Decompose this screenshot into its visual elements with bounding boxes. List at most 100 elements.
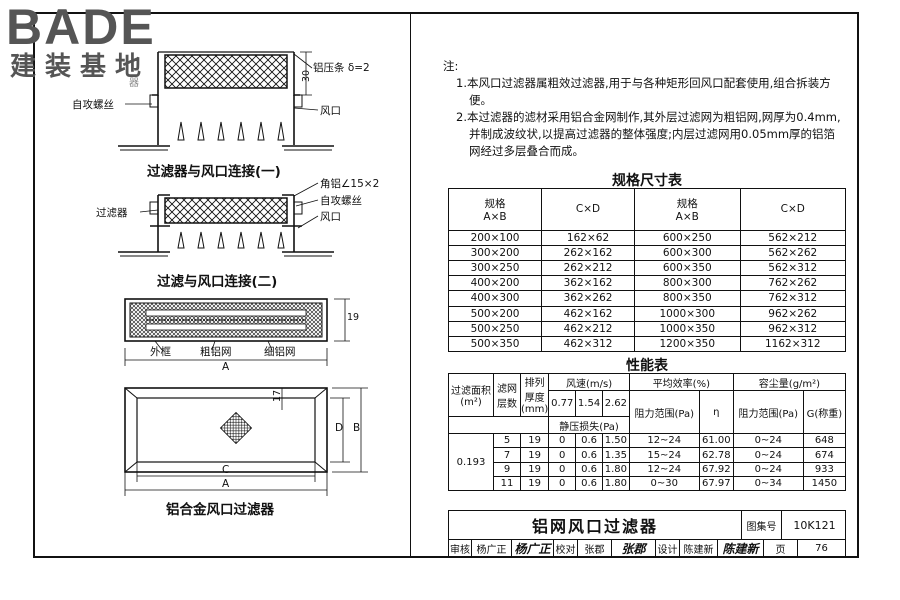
label-filter: 过滤器 <box>96 207 128 219</box>
perf-header-blank <box>447 416 550 435</box>
label-screw-1: 自攻螺丝 <box>72 99 114 111</box>
perf-cell: 11 <box>493 475 521 492</box>
reviewer-name: 杨广正 <box>471 540 511 557</box>
filter-section-drawing <box>124 298 350 366</box>
perf-header-layers: 滤网层数 <box>493 373 521 417</box>
spec-cell: 500×250 <box>447 320 543 337</box>
label-dim-a-1: A <box>222 361 230 373</box>
sheet-divider <box>410 12 411 558</box>
atlas-number: 10K121 <box>781 511 847 539</box>
label-dim-17: 17 <box>272 389 283 402</box>
checker-signature: 张郡 <box>611 540 655 557</box>
perf-cell: 7 <box>493 447 521 463</box>
perf-cell: 67.92 <box>698 461 734 477</box>
spec-cell: 500×350 <box>447 335 543 353</box>
spec-cell: 800×300 <box>634 275 741 292</box>
perf-cell: 1.35 <box>601 447 630 463</box>
title-block: 铝网风口过滤器 图集号 10K121 审核 杨广正 杨广正 校对 张郡 张郡 设… <box>448 510 846 558</box>
perf-header-thickness: 排列厚度(mm) <box>519 373 550 417</box>
spec-cell: 800×350 <box>634 290 741 307</box>
perf-cell: 674 <box>802 447 847 463</box>
label-dim-19: 19 <box>347 312 360 323</box>
spec-cell: 300×250 <box>447 260 543 277</box>
spec-cell: 362×162 <box>541 275 636 292</box>
label-aluminum-strip: 铝压条 δ=2 <box>313 62 370 74</box>
drawing2-title: 过滤与风口连接(二) <box>157 274 278 290</box>
perf-cell: 19 <box>519 461 550 477</box>
spec-header-cd-2: C×D <box>739 188 846 231</box>
label-coarse-mesh: 粗铝网 <box>200 346 232 358</box>
spec-cell: 462×312 <box>541 335 636 353</box>
spec-header-spec-1-l2: A×B <box>483 210 507 223</box>
drawing-frame <box>33 12 859 558</box>
perf-header-resist-2: 阻力范围(Pa) <box>732 390 804 435</box>
drawings-left <box>118 51 368 496</box>
checker-name: 张郡 <box>577 540 611 557</box>
spec-cell: 600×250 <box>634 229 741 247</box>
perf-cell: 1.80 <box>601 475 630 492</box>
perf-cell: 19 <box>519 447 550 463</box>
spec-header-cd-1: C×D <box>541 188 636 231</box>
spec-cell: 562×212 <box>739 229 846 247</box>
spec-cell: 962×262 <box>739 305 846 322</box>
spec-cell: 600×350 <box>634 260 741 277</box>
perf-cell: 0~24 <box>732 447 804 463</box>
perf-cell: 1450 <box>802 475 847 492</box>
designer-name: 陈建新 <box>679 540 717 557</box>
spec-cell: 1200×350 <box>634 335 741 353</box>
perf-cell: 12~24 <box>628 433 700 449</box>
perf-cell: 0~24 <box>732 461 804 477</box>
label-outer-frame: 外框 <box>150 346 171 358</box>
spec-header-spec-2-l1: 规格 <box>676 197 698 210</box>
spec-cell: 762×312 <box>739 290 846 307</box>
perf-table-title: 性能表 <box>626 358 668 374</box>
perf-cell: 12~24 <box>628 461 700 477</box>
perf-cell: 0~24 <box>732 433 804 449</box>
check-label: 校对 <box>553 540 577 557</box>
logo-sub-text: 建装基地 <box>10 52 151 82</box>
label-angle-aluminum: 角铝∠15×2 <box>320 178 380 190</box>
connection-drawing-1 <box>118 51 334 151</box>
connection-drawing-2 <box>118 182 334 257</box>
spec-cell: 562×262 <box>739 245 846 262</box>
notes-block: 注: 1.本风口过滤器属粗效过滤器,用于与各种矩形回风口配套使用,组合拆装方便。… <box>443 58 843 160</box>
perf-cell: 0.6 <box>575 475 603 492</box>
perf-cell: 0.6 <box>575 447 603 463</box>
performance-table: 过滤面积(m²) 滤网层数 排列厚度(mm) 风速(m/s) 平均效率(%) 容… <box>447 372 847 492</box>
spec-cell: 1162×312 <box>739 335 846 353</box>
review-label: 审核 <box>450 545 470 556</box>
spec-cell: 462×212 <box>541 320 636 337</box>
perf-cell: 61.00 <box>698 433 734 449</box>
perf-cell: 67.97 <box>698 475 734 492</box>
spec-cell: 562×312 <box>739 260 846 277</box>
label-dim-a-2: A <box>222 478 230 490</box>
label-fine-mesh: 细铝网 <box>264 346 296 358</box>
label-dim-d: D <box>335 422 344 434</box>
perf-cell: 1.50 <box>601 433 630 449</box>
perf-cell: 933 <box>802 461 847 477</box>
perf-header-velocity: 风速(m/s) <box>548 372 630 392</box>
perf-area-value: 0.193 <box>448 433 494 491</box>
label-outlet-2: 风口 <box>320 211 341 223</box>
design-label: 设计 <box>655 540 679 557</box>
perf-header-v1: 0.77 <box>548 390 577 417</box>
perf-cell: 5 <box>493 433 521 449</box>
spec-header-spec-2-l2: A×B <box>675 210 699 223</box>
spec-cell: 300×200 <box>447 245 543 262</box>
spec-cell: 200×100 <box>447 229 543 247</box>
perf-header-v2: 1.54 <box>575 390 603 417</box>
perf-header-dust: 容尘量(g/m²) <box>732 372 847 392</box>
spec-cell: 500×200 <box>447 305 543 322</box>
spec-cell: 462×162 <box>541 305 636 322</box>
label-dim-30: 30 <box>301 69 312 82</box>
designer-signature: 陈建新 <box>717 540 763 557</box>
page-number: 76 <box>797 540 845 557</box>
